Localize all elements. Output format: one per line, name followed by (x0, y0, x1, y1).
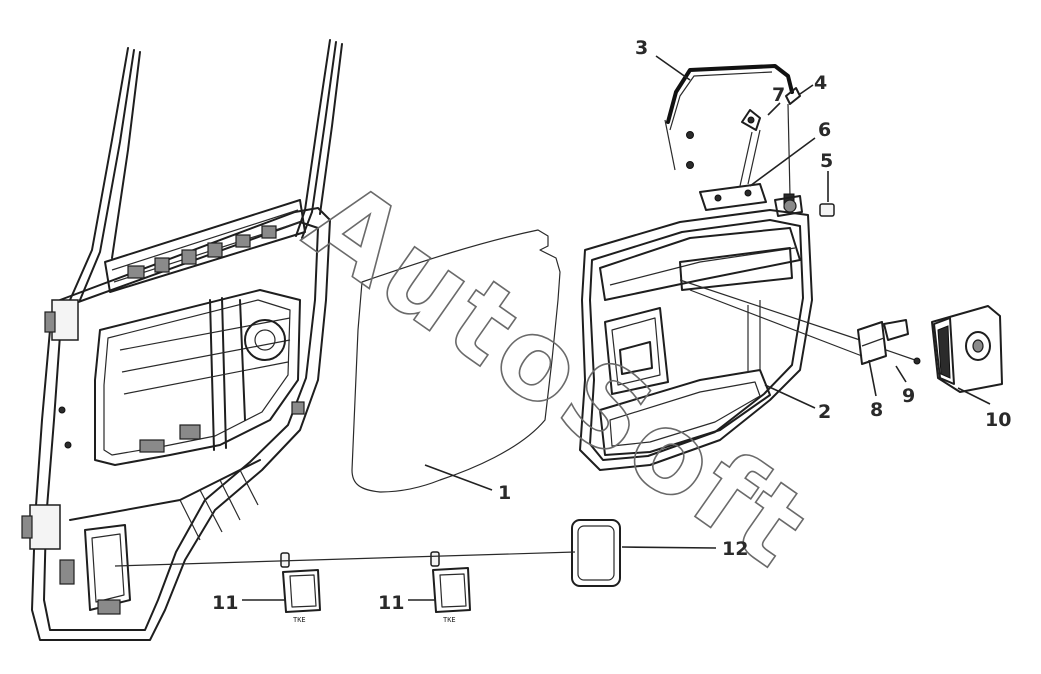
switch-bracket-part-8 (857, 319, 909, 365)
door-frame-assembly (21, 39, 343, 641)
clip-part-11-right: TKE (430, 551, 471, 624)
callout-12: 12 (722, 538, 748, 560)
callout-2: 2 (818, 401, 831, 423)
callout-1: 1 (498, 482, 511, 504)
door-trim-panel-part-2 (579, 209, 863, 471)
door-hinges (21, 299, 79, 550)
callout-labels: 1 2 3 4 5 6 7 8 9 10 11 11 12 (212, 37, 1011, 614)
handle-cup-part-10 (931, 305, 1003, 393)
assembly-line (114, 551, 576, 567)
clip-part-11-left: TKE (280, 552, 321, 624)
cap-part-5 (819, 203, 835, 217)
grab-handle-part-3 (664, 64, 794, 171)
callout-3: 3 (635, 37, 648, 59)
top-rail-holes (127, 225, 277, 279)
callout-7: 7 (772, 84, 785, 106)
callout-9: 9 (902, 385, 915, 407)
callout-4: 4 (814, 72, 827, 94)
callout-11-left: 11 (212, 592, 238, 614)
window-regulator (119, 297, 291, 453)
screw-part-9 (885, 349, 921, 365)
callout-5: 5 (820, 150, 833, 172)
leader-lines (242, 55, 991, 601)
plug-part-12 (571, 519, 621, 587)
svg-text:TKE: TKE (293, 616, 306, 624)
callout-6: 6 (818, 119, 831, 141)
clip-part-7 (739, 109, 761, 187)
bracket-part-6 (699, 183, 803, 217)
callout-8: 8 (870, 399, 883, 421)
callout-10: 10 (985, 409, 1011, 431)
svg-text:TKE: TKE (443, 616, 456, 624)
screw-part-4 (783, 87, 801, 209)
door-glass-part-1 (351, 229, 561, 493)
callout-11-right: 11 (378, 592, 404, 614)
